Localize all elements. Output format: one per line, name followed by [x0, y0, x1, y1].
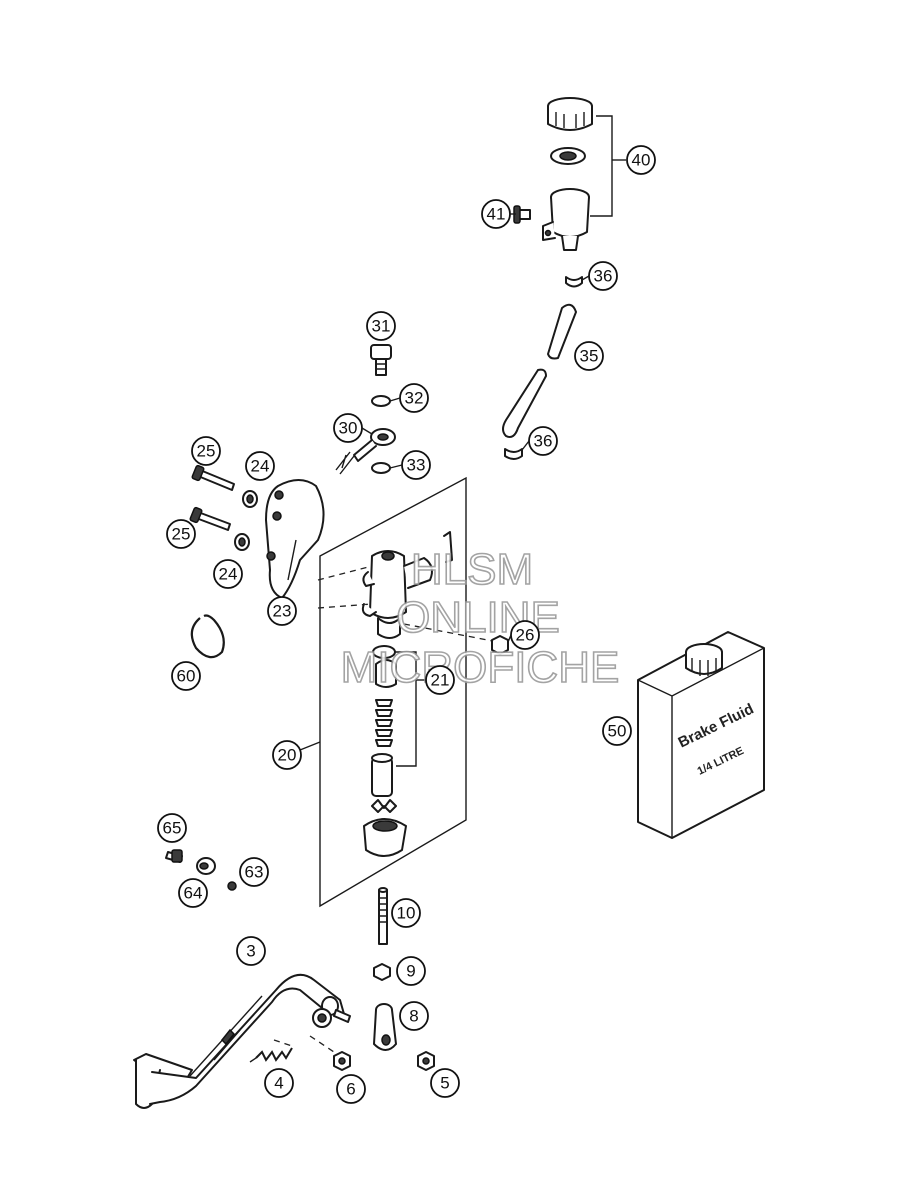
- callout-number: 60: [177, 667, 196, 686]
- callout-number: 24: [251, 457, 270, 476]
- callout-30[interactable]: 30: [333, 413, 363, 443]
- callout-number: 4: [274, 1074, 283, 1093]
- callout-number: 5: [440, 1074, 449, 1093]
- callout-20[interactable]: 20: [272, 740, 302, 770]
- callout-36-top[interactable]: 36: [588, 261, 618, 291]
- push-rod-assembly: [373, 887, 435, 1071]
- callout-60[interactable]: 60: [171, 661, 201, 691]
- callout-number: 33: [407, 456, 426, 475]
- callout-number: 50: [608, 722, 627, 741]
- callout-number: 30: [339, 419, 358, 438]
- callout-4[interactable]: 4: [264, 1068, 294, 1098]
- callout-number: 31: [372, 317, 391, 336]
- callout-23[interactable]: 23: [267, 596, 297, 626]
- callout-number: 20: [278, 746, 297, 765]
- brake-fluid-container: Brake Fluid 1/4 LITRE: [637, 631, 765, 839]
- callout-number: 6: [346, 1080, 355, 1099]
- circlip: [190, 614, 225, 659]
- watermark-line1: HLSM: [411, 545, 533, 594]
- watermark-line3: MICROFICHE: [341, 643, 620, 692]
- hose-assembly: [502, 276, 583, 460]
- callout-31[interactable]: 31: [366, 311, 396, 341]
- callout-9[interactable]: 9: [396, 956, 426, 986]
- callout-number: 9: [406, 962, 415, 981]
- callout-41[interactable]: 41: [481, 199, 511, 229]
- callout-number: 35: [580, 347, 599, 366]
- callout-number: 24: [219, 565, 238, 584]
- callout-63[interactable]: 63: [239, 857, 269, 887]
- callout-26[interactable]: 26: [510, 620, 540, 650]
- callout-24-bottom[interactable]: 24: [213, 559, 243, 589]
- callout-24-top[interactable]: 24: [245, 451, 275, 481]
- callout-number: 21: [431, 671, 450, 690]
- callout-8[interactable]: 8: [399, 1001, 429, 1031]
- callout-number: 26: [516, 626, 535, 645]
- callout-21[interactable]: 21: [425, 665, 455, 695]
- leader-lines: [361, 213, 590, 643]
- callout-35[interactable]: 35: [574, 341, 604, 371]
- callout-6[interactable]: 6: [336, 1074, 366, 1104]
- callout-number: 41: [487, 205, 506, 224]
- callout-10[interactable]: 10: [391, 898, 421, 928]
- callout-number: 25: [172, 525, 191, 544]
- callout-number: 10: [397, 904, 416, 923]
- callout-number: 64: [184, 884, 203, 903]
- callout-25-top[interactable]: 25: [191, 436, 221, 466]
- callout-number: 23: [273, 602, 292, 621]
- callout-number: 36: [594, 267, 613, 286]
- callout-number: 36: [534, 432, 553, 451]
- callout-50[interactable]: 50: [602, 716, 632, 746]
- small-parts-cluster: [165, 849, 237, 891]
- callout-5[interactable]: 5: [430, 1068, 460, 1098]
- callout-64[interactable]: 64: [178, 878, 208, 908]
- callout-65[interactable]: 65: [157, 813, 187, 843]
- callout-32[interactable]: 32: [399, 383, 429, 413]
- banjo-fitting: [335, 344, 396, 475]
- callout-3[interactable]: 3: [236, 936, 266, 966]
- callout-number: 32: [405, 389, 424, 408]
- callout-number: 25: [197, 442, 216, 461]
- reservoir-assembly: [513, 97, 626, 251]
- callout-33[interactable]: 33: [401, 450, 431, 480]
- callout-36-bottom[interactable]: 36: [528, 426, 558, 456]
- callout-40[interactable]: 40: [626, 145, 656, 175]
- callout-number: 3: [246, 942, 255, 961]
- callout-25-bottom[interactable]: 25: [166, 519, 196, 549]
- callout-number: 8: [409, 1007, 418, 1026]
- master-cylinder-group: [294, 476, 509, 908]
- callout-number: 63: [245, 863, 264, 882]
- brake-pedal-assembly: [133, 973, 351, 1109]
- callout-number: 40: [632, 151, 651, 170]
- heel-guard-assembly: [189, 464, 325, 599]
- callout-number: 65: [163, 819, 182, 838]
